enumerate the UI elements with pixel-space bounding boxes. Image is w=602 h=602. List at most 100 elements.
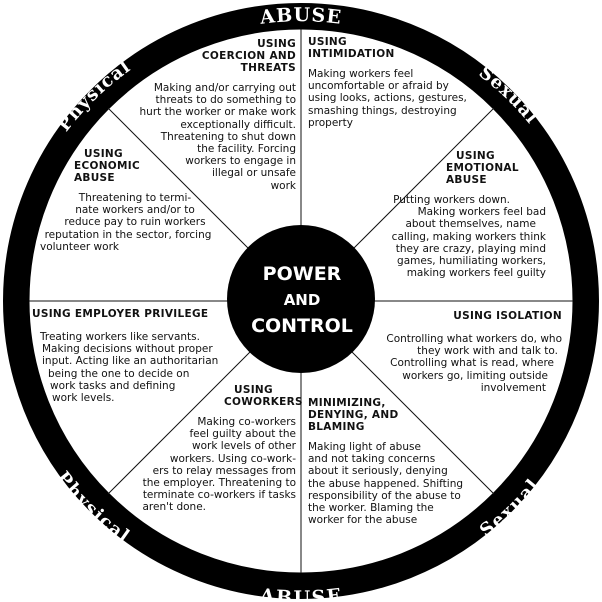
title-line: USING [308,36,347,48]
body-line: work [270,179,296,192]
body-line: terminate co-workers if tasks [142,489,296,502]
body-line: Making and/or carrying out [153,82,296,94]
body-line: being the one to decide on [48,367,190,380]
segment-title: MINIMIZING, DENYING, AND BLAMING [308,397,494,433]
segment-coercion-threats: USING COERCION AND THREATS Making and/or… [110,38,296,192]
segment-body: Making and/or carrying out threats to do… [110,82,296,192]
title-line: ABUSE [74,172,115,184]
segment-employer-privilege: USING EMPLOYER PRIVILEGE Treating worker… [32,308,242,404]
ring-label-bottom: ABUSE [258,584,344,602]
segment-economic-abuse: USING ECONOMIC ABUSE Threatening to term… [40,148,230,253]
body-line: ers to relay messages from [152,464,296,477]
body-line: smashing things, destroying [308,104,457,117]
body-line: they are crazy, playing mind [395,242,546,255]
segment-title: USING COWORKERS [112,384,303,408]
body-line: responsibility of the abuse to [308,489,461,502]
body-line: Making light of abuse [308,441,421,453]
body-line: aren't done. [142,501,206,514]
body-line: work levels. [52,392,115,405]
segment-body: Making co-workers feel guilty about the … [112,416,296,514]
title-line: USING [234,384,273,396]
center-line-2: AND [283,291,321,309]
body-line: and not taking concerns [308,453,436,466]
body-line: reduce pay to ruin workers [64,216,206,229]
title-line: THREATS [240,62,296,74]
body-line: Making co-workers [197,416,296,428]
title-line: COERCION AND [201,50,296,62]
segment-title: USING COERCION AND THREATS [110,38,296,74]
body-line: involvement [480,381,546,394]
title-line: DENYING, AND [308,409,399,421]
segment-title: USING ISOLATION [360,310,562,322]
title-line: USING EMPLOYER PRIVILEGE [32,308,209,320]
body-line: threats to do something to [155,94,296,107]
outer-ring [3,3,599,599]
segment-isolation: USING ISOLATION Controlling what workers… [360,310,562,394]
body-line: uncomfortable or afraid by [308,80,449,93]
center-line-3: CONTROL [251,315,353,337]
center-line-1: POWER [262,263,342,285]
segment-coworkers: USING COWORKERS Making co-workers feel g… [112,384,303,514]
body-line: illegal or unsafe [211,167,296,180]
segment-body: Making workers feel uncomfortable or afr… [308,68,488,129]
body-line: using looks, actions, gestures, [308,92,467,105]
segment-body: Threatening to termi- nate workers and/o… [40,192,230,253]
body-line: Making workers feel bad [417,206,546,219]
segment-emotional-abuse: USING EMOTIONAL ABUSE Putting workers do… [362,150,546,279]
body-line: exceptionally difficult. [180,118,296,131]
segment-title: USING EMOTIONAL ABUSE [362,150,546,186]
body-line: workers. Using co-work- [169,452,296,465]
body-line: the facility. Forcing [197,143,296,156]
body-line: they work with and talk to. [417,345,558,358]
body-line: Controlling what workers do, who [386,333,562,345]
center-hub [227,225,375,373]
body-line: calling, making workers think [391,230,546,243]
body-line: workers to engage in [185,155,296,168]
body-line: the abuse happened. Shifting [308,477,464,490]
title-line: USING [84,148,123,160]
body-line: the worker. Blaming the [308,502,434,515]
title-line: BLAMING [308,421,365,433]
body-line: reputation in the sector, forcing [44,228,212,241]
body-line: Threatening to termi- [78,192,192,204]
segment-title: USING ECONOMIC ABUSE [40,148,230,184]
body-line: workers go, limiting outside [402,369,548,382]
title-line: ECONOMIC [74,160,140,172]
segment-body: Controlling what workers do, who they wo… [360,333,562,394]
title-line: EMOTIONAL [446,162,519,174]
title-line: MINIMIZING, [308,397,386,409]
segment-body: Treating workers like servants. Making d… [32,331,242,404]
body-line: Putting workers down. [393,194,510,206]
segment-intimidation: USING INTIMIDATION Making workers feel u… [308,36,488,129]
title-line: INTIMIDATION [308,48,395,60]
body-line: hurt the worker or make work [139,106,296,119]
segment-minimizing-denying-blaming: MINIMIZING, DENYING, AND BLAMING Making … [308,397,494,526]
body-line: nate workers and/or to [75,204,195,217]
body-line: Threatening to shut down [160,130,296,143]
body-line: Treating workers like servants. [40,331,200,343]
body-line: work tasks and defining [50,379,176,392]
body-line: property [308,116,353,129]
title-line: COWORKERS [224,396,303,408]
center-label: POWER AND CONTROL [228,238,376,362]
segment-title: USING INTIMIDATION [308,36,488,60]
title-line: USING [257,38,296,50]
body-line: feel guilty about the [189,428,296,441]
ring-label-top: ABUSE [258,4,343,29]
segment-body: Putting workers down. Making workers fee… [340,194,546,279]
title-line: USING [456,150,495,162]
title-line: ABUSE [446,174,487,186]
segment-title: USING EMPLOYER PRIVILEGE [32,308,242,320]
segment-body: Making light of abuse and not taking con… [308,441,494,526]
body-line: the employer. Threatening to [142,477,296,490]
body-line: about it seriously, denying [308,465,448,478]
body-line: making workers feel guilty [406,267,546,280]
body-line: volunteer work [40,240,119,253]
spoke-lines [29,29,573,573]
body-line: games, humiliating workers, [397,255,546,268]
body-line: Making workers feel [308,68,414,80]
body-line: Controlling what is read, where [390,357,554,370]
body-line: input. Acting like an authoritarian [42,355,219,368]
title-line: USING ISOLATION [453,310,562,322]
